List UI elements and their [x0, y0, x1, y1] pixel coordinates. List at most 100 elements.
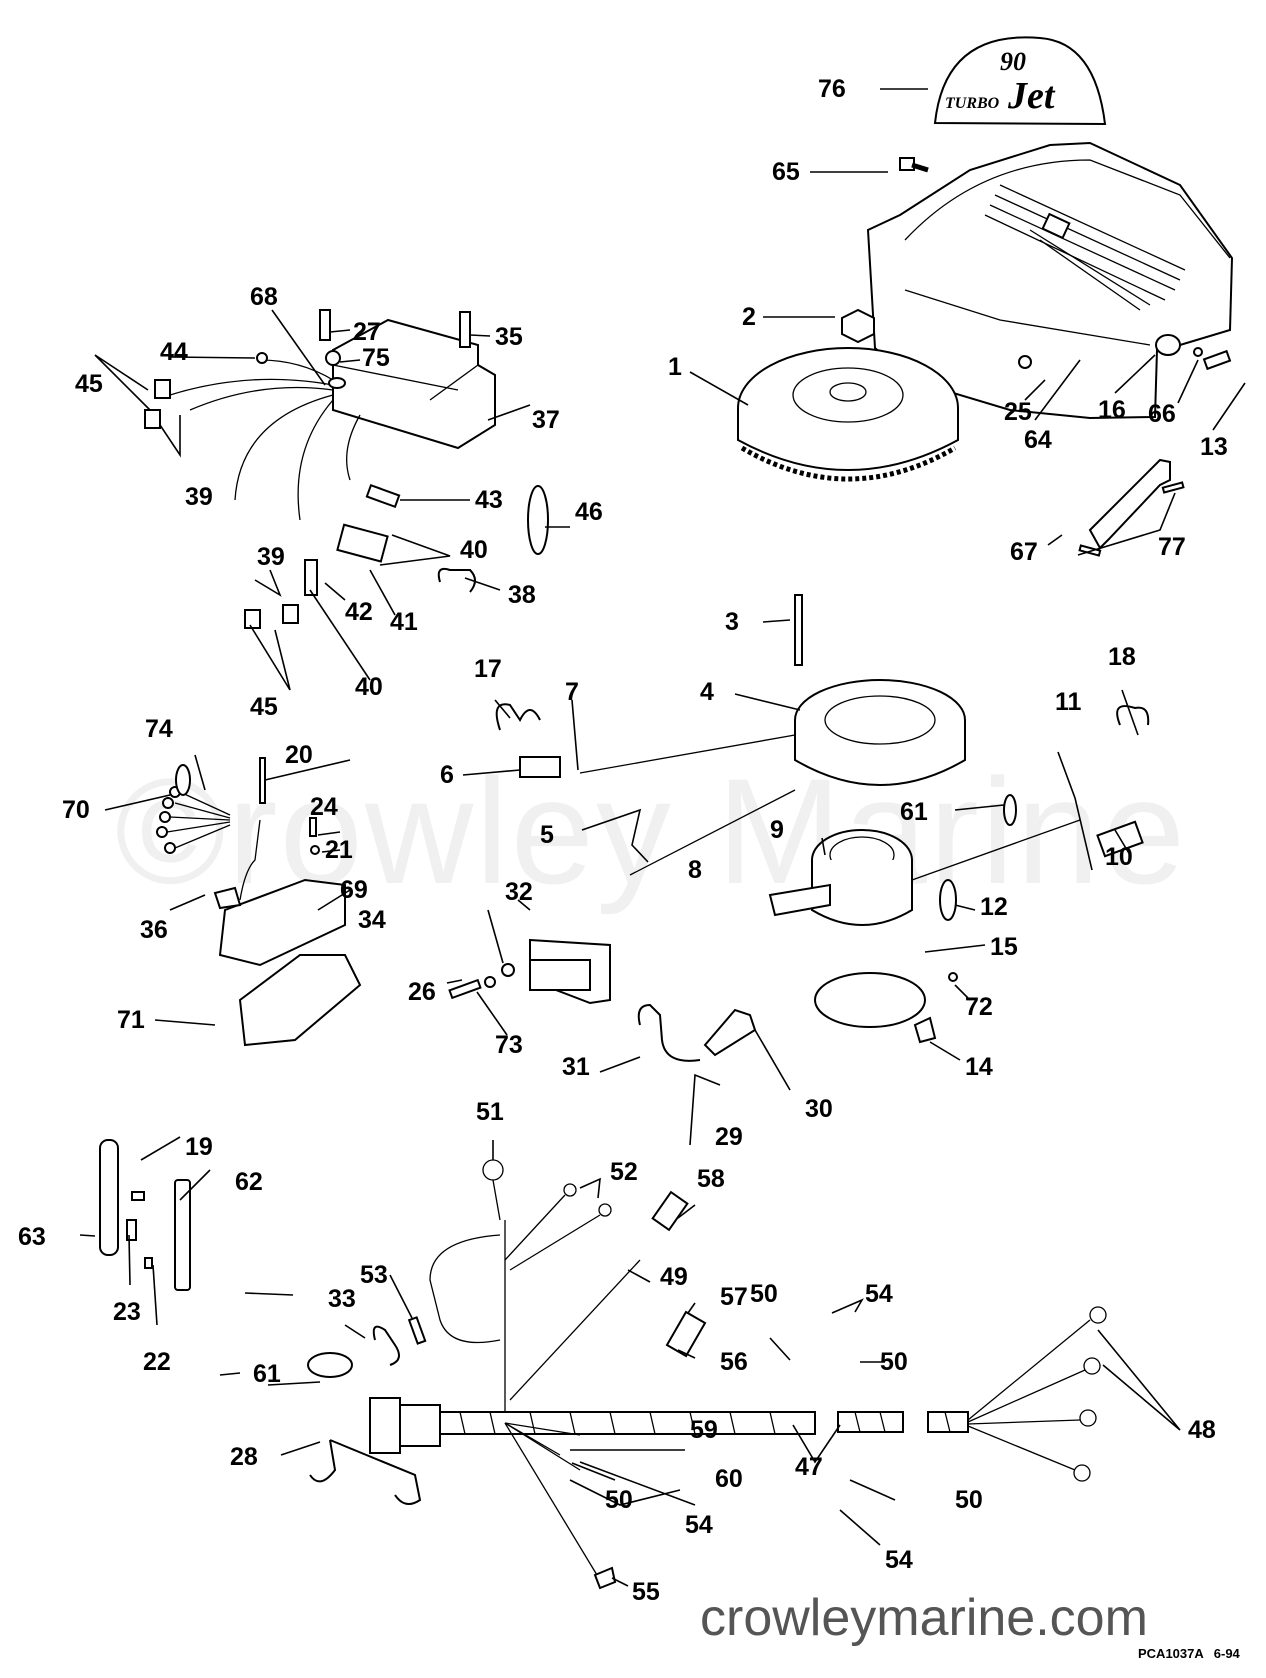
decal-part[interactable]: 90 TURBO Jet — [933, 36, 1107, 126]
callout-4[interactable]: 4 — [700, 678, 714, 706]
callout-26[interactable]: 26 — [408, 978, 436, 1006]
fuse-holder-53-part[interactable] — [407, 1316, 427, 1345]
boot-45b-part[interactable] — [144, 409, 161, 429]
callout-10[interactable]: 10 — [1105, 843, 1133, 871]
connector-41-part[interactable] — [336, 523, 389, 563]
callout-37[interactable]: 37 — [532, 406, 560, 434]
screw-20-part[interactable] — [259, 757, 266, 804]
boot-45c-part[interactable] — [244, 609, 261, 629]
callout-45a[interactable]: 45 — [75, 370, 103, 398]
grommet-part[interactable] — [1155, 334, 1181, 356]
retaining-ring-part[interactable] — [814, 972, 926, 1028]
callout-67[interactable]: 67 — [1010, 538, 1038, 566]
callout-63[interactable]: 63 — [18, 1223, 46, 1251]
clip-38-part[interactable] — [437, 567, 476, 593]
lockwasher-21-part[interactable] — [310, 845, 320, 855]
callout-59[interactable]: 59 — [690, 1416, 718, 1444]
screw-22-part[interactable] — [144, 1257, 153, 1269]
callout-47[interactable]: 47 — [795, 1453, 823, 1481]
tie-strap-12-part[interactable] — [939, 879, 957, 921]
callout-66[interactable]: 66 — [1148, 400, 1176, 428]
bracket-part[interactable] — [1088, 458, 1171, 550]
clamp-36-part[interactable] — [213, 886, 242, 910]
callout-20[interactable]: 20 — [285, 741, 313, 769]
terminal-44-part[interactable] — [256, 352, 268, 364]
lockwasher-75-part[interactable] — [325, 350, 341, 366]
callout-46[interactable]: 46 — [575, 498, 603, 526]
callout-22[interactable]: 22 — [143, 1348, 171, 1376]
callout-12[interactable]: 12 — [980, 893, 1008, 921]
washer-68-part[interactable] — [328, 377, 346, 389]
terminal-block-63-part[interactable] — [99, 1139, 119, 1256]
tie-strap-46-part[interactable] — [527, 485, 549, 555]
callout-52[interactable]: 52 — [610, 1158, 638, 1186]
callout-2[interactable]: 2 — [742, 303, 756, 331]
bolt-35-part[interactable] — [459, 311, 471, 348]
callout-21[interactable]: 21 — [325, 836, 353, 864]
callout-74[interactable]: 74 — [145, 715, 173, 743]
callout-11[interactable]: 11 — [1055, 688, 1082, 716]
callout-42[interactable]: 42 — [345, 598, 373, 626]
callout-53[interactable]: 53 — [360, 1261, 388, 1289]
callout-35[interactable]: 35 — [495, 323, 523, 351]
callout-18[interactable]: 18 — [1108, 643, 1136, 671]
screw-77a-part[interactable] — [1161, 481, 1185, 494]
callout-17[interactable]: 17 — [474, 655, 502, 683]
cover-bolt-part[interactable] — [899, 157, 929, 173]
callout-50a[interactable]: 50 — [750, 1280, 778, 1308]
tie-strap-74-part[interactable] — [175, 764, 191, 796]
callout-7[interactable]: 7 — [565, 678, 579, 706]
connector-57-part[interactable] — [665, 1310, 707, 1358]
callout-5[interactable]: 5 — [540, 821, 554, 849]
callout-58[interactable]: 58 — [697, 1165, 725, 1193]
callout-34[interactable]: 34 — [358, 906, 386, 934]
screw-19-part[interactable] — [131, 1191, 145, 1201]
flywheel-nut-part[interactable] — [841, 308, 875, 344]
boot-45a-part[interactable] — [154, 379, 171, 399]
callout-9[interactable]: 9 — [770, 816, 784, 844]
callout-61a[interactable]: 61 — [900, 798, 928, 826]
callout-44[interactable]: 44 — [160, 338, 188, 366]
callout-39a[interactable]: 39 — [185, 483, 213, 511]
callout-48[interactable]: 48 — [1188, 1416, 1216, 1444]
screw-13-part[interactable] — [1202, 349, 1232, 371]
callout-54a[interactable]: 54 — [865, 1280, 893, 1308]
callout-1[interactable]: 1 — [668, 353, 682, 381]
stator-part[interactable] — [794, 679, 966, 786]
callout-32[interactable]: 32 — [505, 878, 533, 906]
gasket-71-part[interactable] — [238, 954, 362, 1047]
clamp-14-part[interactable] — [913, 1016, 937, 1044]
ignition-coil-part[interactable] — [529, 938, 611, 1005]
callout-62[interactable]: 62 — [235, 1168, 263, 1196]
bolt-27-part[interactable] — [319, 309, 331, 341]
callout-15[interactable]: 15 — [990, 933, 1018, 961]
callout-70[interactable]: 70 — [62, 796, 90, 824]
callout-71[interactable]: 71 — [117, 1006, 145, 1034]
callout-19[interactable]: 19 — [185, 1133, 213, 1161]
callout-41[interactable]: 41 — [390, 608, 418, 636]
callout-50b[interactable]: 50 — [880, 1348, 908, 1376]
callout-45b[interactable]: 45 — [250, 693, 278, 721]
callout-39b[interactable]: 39 — [257, 543, 285, 571]
connector-43-part[interactable] — [365, 483, 401, 509]
callout-73[interactable]: 73 — [495, 1031, 523, 1059]
spark-lead-31-part[interactable] — [637, 1003, 701, 1062]
callout-68[interactable]: 68 — [250, 283, 278, 311]
callout-43[interactable]: 43 — [475, 486, 503, 514]
callout-55[interactable]: 55 — [632, 1578, 660, 1606]
washer-34-part[interactable] — [501, 963, 515, 977]
callout-8[interactable]: 8 — [688, 856, 702, 884]
connector-6-part[interactable] — [519, 756, 561, 778]
callout-50c[interactable]: 50 — [955, 1486, 983, 1514]
timer-base-part[interactable] — [768, 829, 913, 926]
callout-30[interactable]: 30 — [805, 1095, 833, 1123]
callout-40b[interactable]: 40 — [355, 673, 383, 701]
bracket-28-part[interactable] — [309, 1439, 422, 1505]
callout-40a[interactable]: 40 — [460, 536, 488, 564]
callout-75[interactable]: 75 — [362, 344, 390, 372]
callout-77[interactable]: 77 — [1158, 533, 1186, 561]
fastener-25-part[interactable] — [1018, 355, 1032, 369]
connector-58-part[interactable] — [651, 1190, 689, 1232]
callout-56[interactable]: 56 — [720, 1348, 748, 1376]
callout-14[interactable]: 14 — [965, 1053, 993, 1081]
